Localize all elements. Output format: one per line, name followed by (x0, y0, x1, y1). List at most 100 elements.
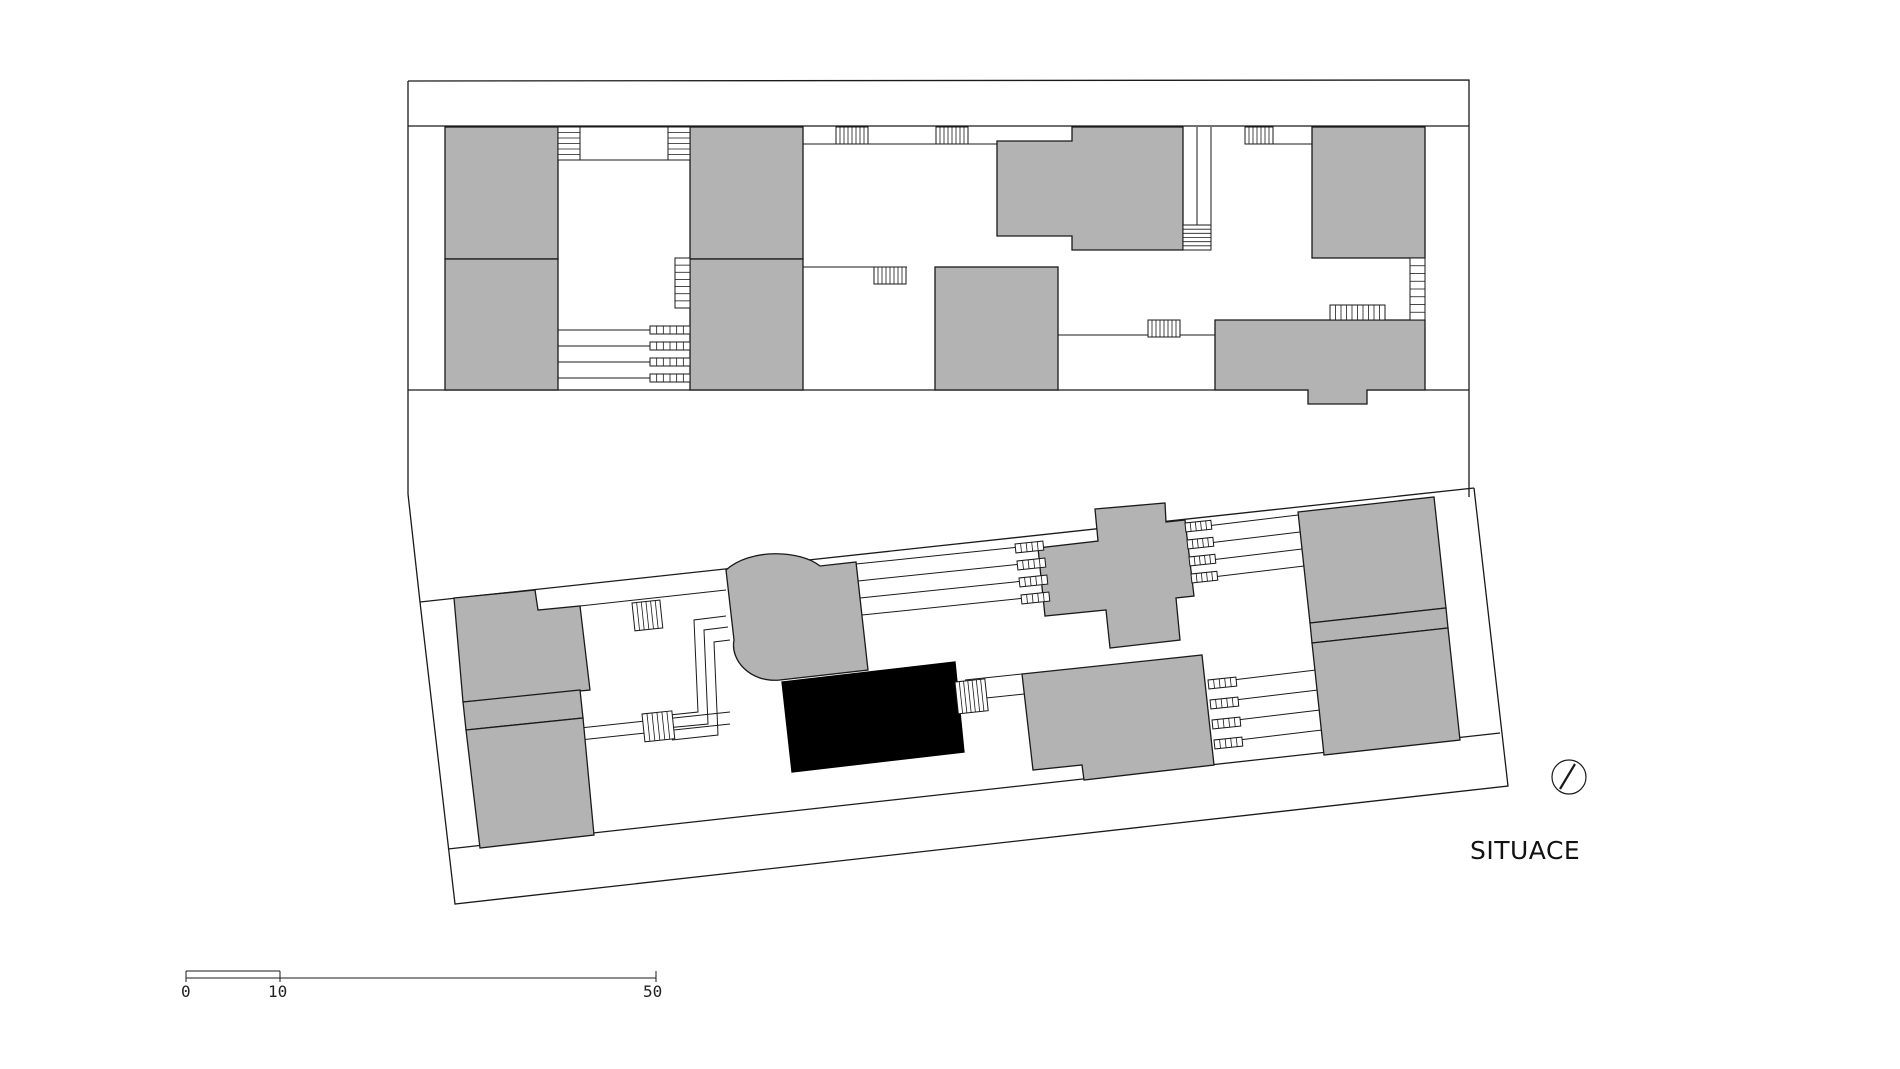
stair-tread (1207, 537, 1210, 547)
stair-symbol (1186, 536, 1215, 550)
scale-label-0: 0 (181, 982, 191, 1001)
north-arrow-circle (1551, 759, 1587, 795)
stair-tread (666, 711, 671, 740)
stair-symbol (1182, 224, 1212, 251)
stair-outline (674, 257, 691, 309)
north-arrow-needle (1559, 763, 1576, 790)
scale-label-50: 50 (643, 982, 663, 1001)
stair-tread (1027, 559, 1030, 569)
building-s1-lower (465, 717, 595, 849)
stair-outline (954, 678, 989, 715)
stair-outline (1184, 519, 1213, 533)
stair-tread (1230, 738, 1233, 748)
stair-symbol (954, 678, 989, 715)
stair-outline (1213, 736, 1244, 750)
stair-tread (1213, 679, 1215, 689)
stair-tread (1218, 678, 1221, 688)
south-block-front-line (419, 487, 1475, 603)
stair-outline (1020, 591, 1051, 605)
stair-tread (1202, 538, 1204, 548)
building-n5 (934, 266, 1059, 391)
stair-tread (1228, 718, 1231, 728)
stair-symbol (1207, 676, 1238, 690)
stair-tread (1024, 577, 1026, 587)
stair-symbol (1329, 304, 1386, 321)
stair-tread (1031, 542, 1034, 552)
stair-symbol (1014, 540, 1045, 554)
walkway (861, 595, 1046, 616)
south-buildings (453, 496, 1461, 849)
drawing-title: SITUACE (1470, 836, 1581, 865)
stair-outline (1016, 557, 1047, 571)
stair-tread (1042, 592, 1045, 602)
stair-tread (1205, 520, 1208, 530)
stair-tread (636, 602, 640, 631)
stair-tread (1020, 543, 1022, 553)
building-n2-lower (689, 258, 804, 391)
stair-outline (1209, 696, 1240, 710)
south-block-boundary (407, 487, 1509, 905)
stair-tread (975, 679, 981, 712)
stair-outline (1211, 716, 1242, 730)
stair-tread (967, 680, 972, 713)
stair-tread (1231, 697, 1234, 707)
walkway (579, 589, 727, 607)
stair-tread (1226, 698, 1229, 708)
stair-symbol (1244, 126, 1274, 145)
south-walkways (579, 514, 1323, 744)
stair-outline (1188, 553, 1217, 567)
stair-tread (1038, 558, 1041, 568)
scale-label-10: 10 (268, 982, 288, 1001)
stair-tread (1222, 718, 1225, 728)
stair-symbol (1188, 553, 1217, 567)
building-n2-upper (689, 126, 804, 260)
stair-tread (1235, 737, 1238, 747)
stair-tread (656, 712, 661, 741)
stair-tread (1189, 522, 1192, 532)
stair-symbol (1184, 519, 1213, 533)
stair-tread (1229, 677, 1232, 687)
stair-tread (1196, 538, 1199, 548)
stair-tread (1217, 719, 1219, 729)
stair-tread (1040, 575, 1043, 585)
stairs (557, 126, 1426, 750)
stair-tread (651, 712, 656, 741)
stair-symbol (873, 266, 907, 285)
stair-tread (971, 680, 976, 713)
stair-symbol (1020, 591, 1051, 605)
stair-tread (1195, 573, 1198, 583)
stair-tread (650, 601, 654, 629)
stair-symbol (1209, 696, 1240, 710)
walkway (964, 673, 1023, 681)
stair-tread (1026, 594, 1028, 604)
stair-outline (1244, 126, 1274, 145)
stair-tread (640, 601, 645, 630)
stair-symbol (1190, 570, 1219, 584)
building-n6 (1214, 319, 1426, 405)
stair-outline (1207, 676, 1238, 690)
stair-symbol (667, 126, 691, 161)
north-arrow (1551, 759, 1587, 795)
stair-tread (661, 711, 666, 740)
stair-tread (1025, 542, 1028, 552)
stair-tread (646, 713, 651, 742)
stair-tread (1209, 554, 1212, 564)
building-n1-upper (444, 126, 559, 260)
stair-tread (1194, 521, 1197, 531)
stair-tread (1198, 555, 1201, 565)
stair-symbol (1409, 257, 1426, 321)
building-s5 (1021, 654, 1215, 781)
stair-outline (1186, 536, 1215, 550)
building-n1-lower (444, 258, 559, 391)
stair-tread (1022, 560, 1024, 570)
stair-tread (1206, 572, 1208, 582)
stair-outline (1190, 570, 1219, 584)
stair-tread (1200, 572, 1203, 582)
stair-tread (645, 601, 650, 630)
stair-symbol (1018, 574, 1049, 588)
building-s1-upper (453, 589, 591, 703)
stair-symbol (674, 257, 691, 309)
north-block-boundary (407, 79, 1470, 497)
stair-tread (1220, 698, 1223, 708)
stair-symbol (1016, 557, 1047, 571)
